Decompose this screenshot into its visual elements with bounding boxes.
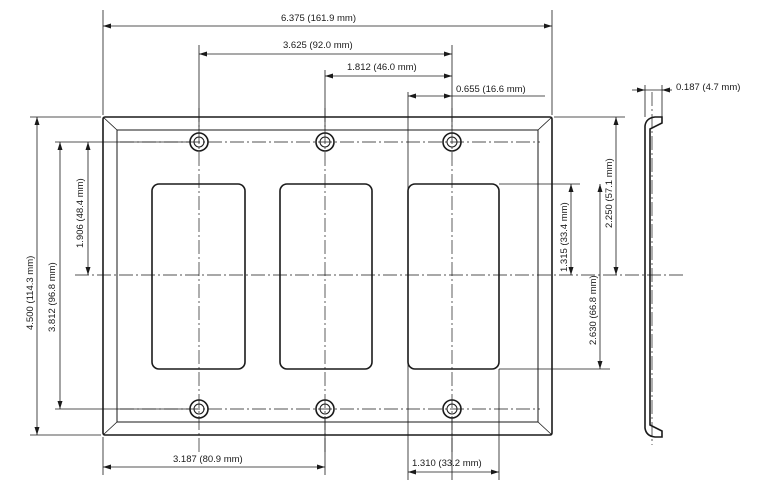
label-opening-width: 1.310 (33.2 mm): [412, 458, 482, 469]
side-profile: [644, 116, 663, 438]
opening-right: [407, 183, 500, 370]
openings: [151, 183, 500, 370]
label-hole-spacing-wide: 3.625 (92.0 mm): [283, 40, 353, 51]
label-thickness: 0.187 (4.7 mm): [676, 82, 740, 93]
label-opening-half-height: 1.315 (33.4 mm): [559, 202, 570, 272]
label-hole-vertical: 3.812 (96.8 mm): [47, 262, 58, 332]
dimension-labels: 6.375 (161.9 mm) 3.625 (92.0 mm) 1.812 (…: [25, 13, 740, 469]
label-overall-height: 4.500 (114.3 mm): [25, 256, 36, 330]
label-edge-offset: 0.655 (16.6 mm): [456, 84, 526, 95]
label-half-overall-height: 2.250 (57.1 mm): [604, 158, 615, 228]
label-half-hole-vertical: 1.906 (48.4 mm): [75, 178, 86, 248]
screw-holes: [189, 132, 462, 419]
opening-left: [151, 183, 246, 370]
opening-middle: [279, 183, 373, 370]
dimension-lines: [34, 23, 672, 475]
centerlines: [75, 92, 685, 452]
label-bottom-left: 3.187 (80.9 mm): [173, 454, 243, 465]
label-hole-spacing: 1.812 (46.0 mm): [347, 62, 417, 73]
label-overall-width: 6.375 (161.9 mm): [281, 13, 356, 24]
plate-outline: [102, 116, 553, 436]
label-opening-height: 2.630 (66.8 mm): [588, 275, 599, 345]
extension-lines: [30, 10, 663, 480]
